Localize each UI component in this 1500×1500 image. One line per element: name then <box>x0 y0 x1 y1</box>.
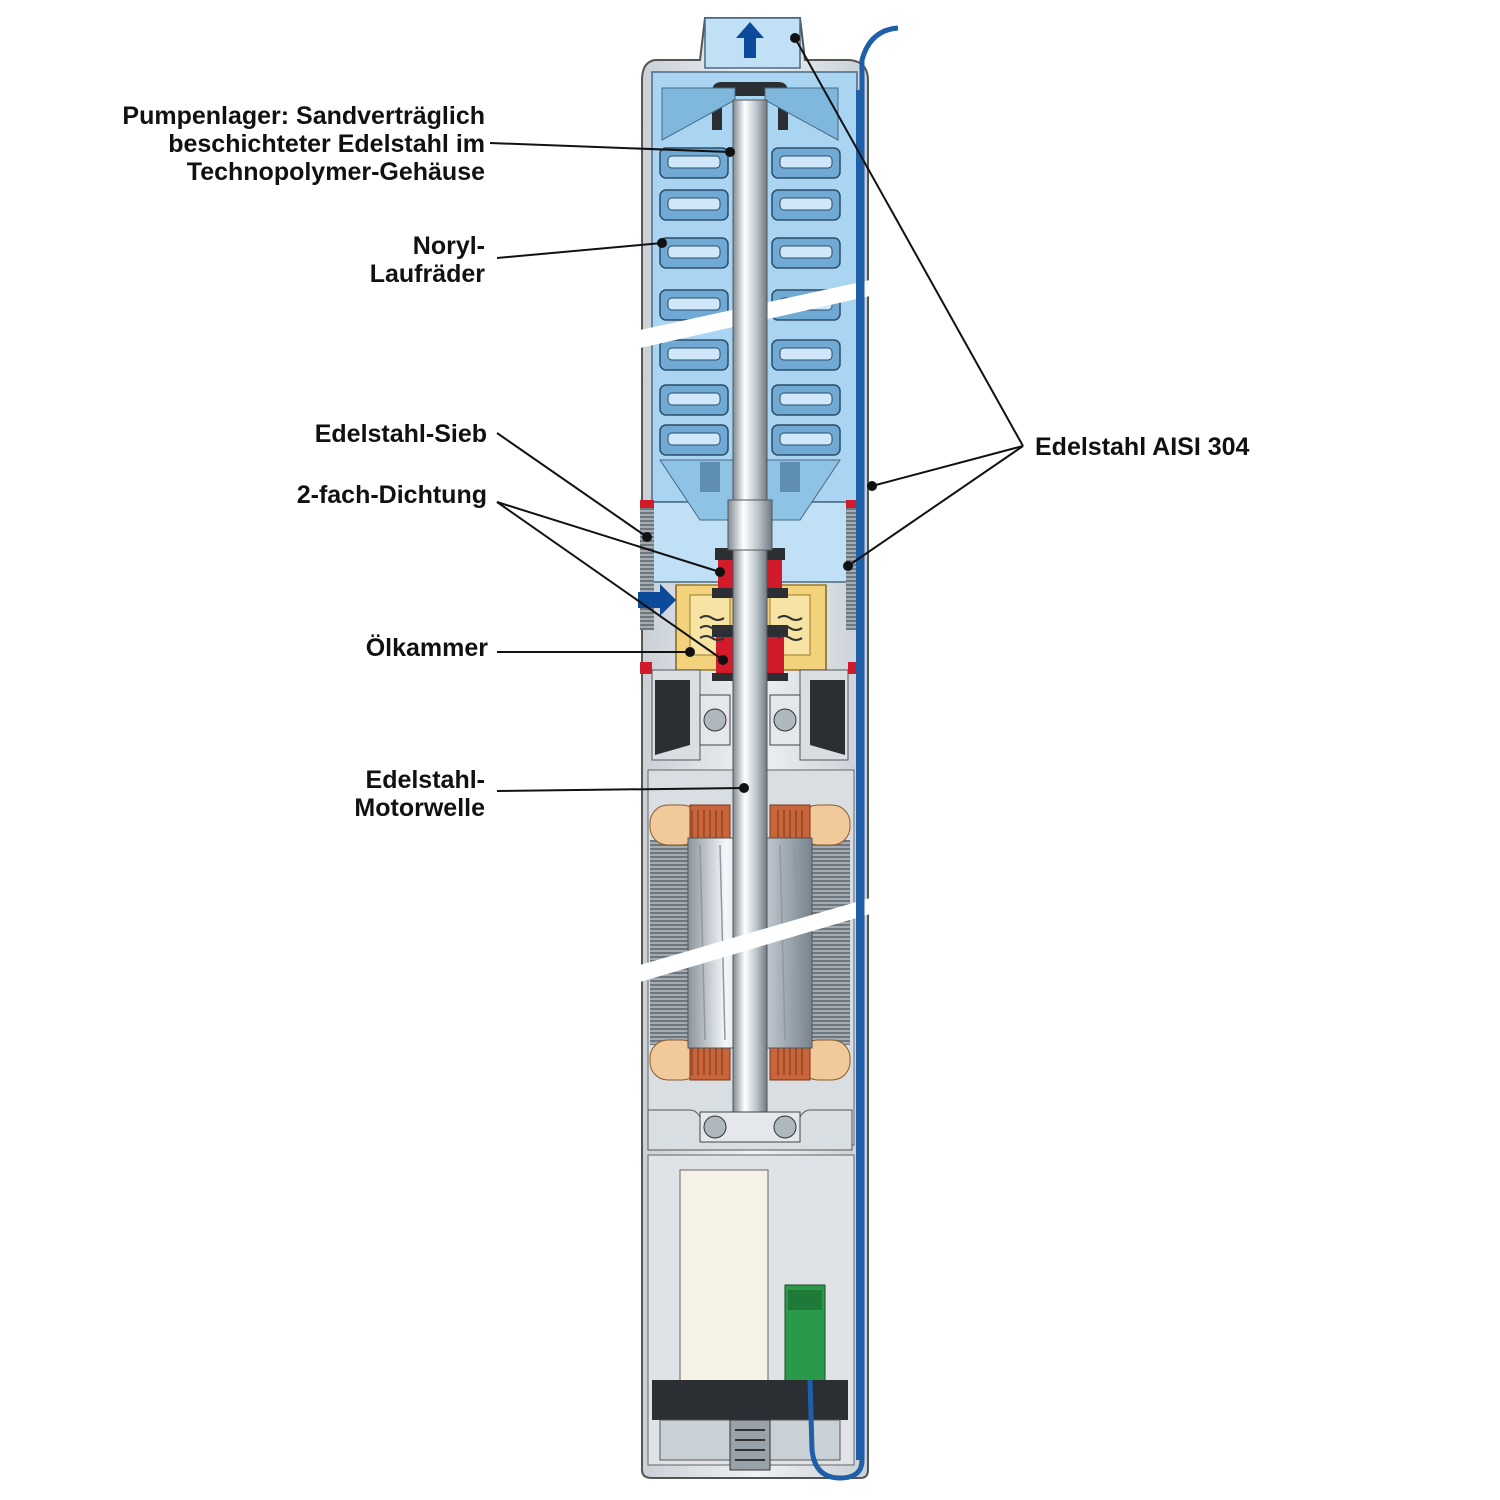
pump-bearing-housing <box>661 82 839 141</box>
leader-dots <box>642 33 877 793</box>
impeller-vane <box>779 155 833 169</box>
label-motor-shaft: Edelstahl- Motorwelle <box>354 766 485 822</box>
label-impellers: Noryl- Laufräder <box>370 232 485 288</box>
label-double-seal: 2-fach-Dichtung <box>296 481 487 509</box>
label-pump-bearing: Pumpenlager: Sandverträglich beschichtet… <box>122 102 485 186</box>
impeller-vane <box>779 392 833 406</box>
discharge-arrow-icon <box>736 22 764 58</box>
label-strainer: Edelstahl-Sieb <box>314 420 487 448</box>
impeller-vane <box>667 245 721 259</box>
upper-ball-bearing <box>699 694 801 746</box>
impeller-vane <box>667 155 721 169</box>
upper-motor-bracket <box>640 662 860 761</box>
label-impellers-line1: Noryl- <box>412 232 485 260</box>
label-pump-bearing-line2: beschichteter Edelstahl im <box>168 130 485 158</box>
impeller-vane <box>667 432 721 446</box>
pump-diffuser-base <box>659 459 841 521</box>
base-diaphragm <box>652 1380 848 1471</box>
impeller-vane <box>667 297 721 311</box>
leader-lines <box>489 37 1024 792</box>
impeller-stack <box>659 147 841 456</box>
impeller-vane <box>667 197 721 211</box>
label-motor-shaft-line1: Edelstahl- <box>365 766 485 794</box>
power-cable <box>807 25 899 1481</box>
seal-springs <box>699 615 803 641</box>
label-pump-bearing-line1: Pumpenlager: Sandverträglich <box>122 102 485 130</box>
impeller-vane <box>779 245 833 259</box>
impeller-vane <box>779 347 833 361</box>
capacitor <box>679 1169 769 1386</box>
stator-laminations <box>650 840 850 1045</box>
label-motor-shaft-line2: Motorwelle <box>354 794 485 822</box>
motor-shaft <box>727 99 773 1141</box>
impeller-vane <box>779 197 833 211</box>
impeller-vane <box>667 392 721 406</box>
break-line-lower <box>640 898 870 982</box>
label-impellers-line2: Laufräder <box>369 260 485 288</box>
terminal-connector <box>784 1284 826 1386</box>
label-oil-chamber: Ölkammer <box>365 634 488 662</box>
label-pump-bearing-line3: Technopolymer-Gehäuse <box>186 158 485 186</box>
label-stainless-aisi-304: Edelstahl AISI 304 <box>1035 433 1250 461</box>
impeller-vane <box>667 347 721 361</box>
lower-ball-bearing <box>647 1109 853 1151</box>
impeller-vane <box>779 432 833 446</box>
